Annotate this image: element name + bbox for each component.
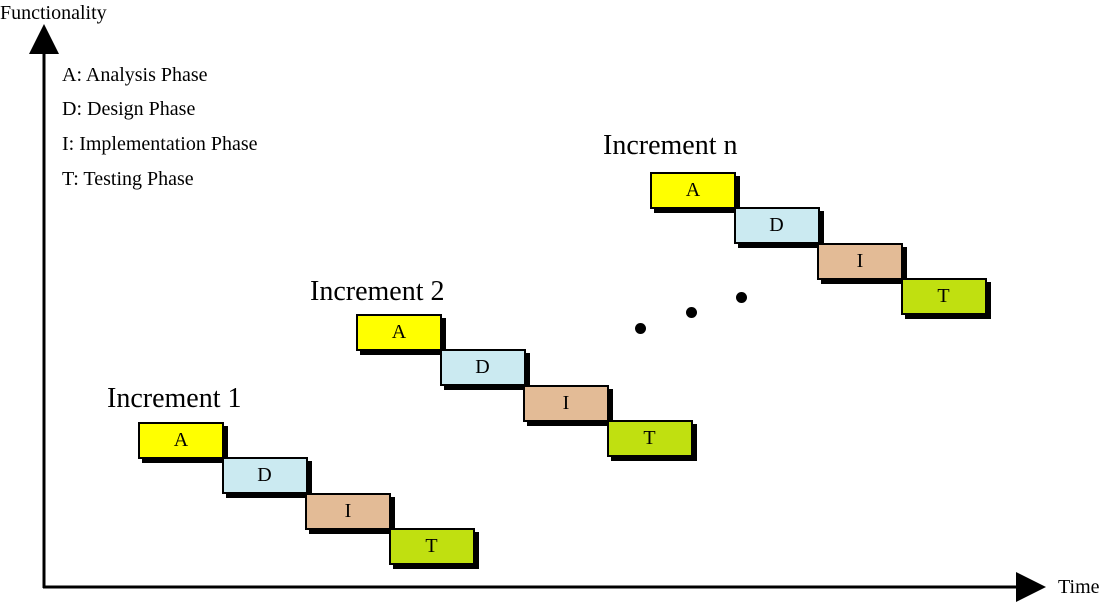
legend-analysis: A: Analysis Phase [62, 64, 208, 86]
increment-2-design-box: D [439, 349, 526, 387]
increment-2-implementation-box: I [523, 384, 609, 422]
y-axis-label: Functionality [0, 2, 107, 24]
increment-1-testing-box: T [388, 527, 475, 565]
ellipsis-dot [736, 292, 747, 303]
increment-2-analysis-box: A [356, 314, 442, 351]
increment-3-design-box: D [733, 207, 820, 245]
increment-3-analysis-box: A [650, 172, 736, 209]
increment-2-testing-box: T [606, 419, 693, 457]
increment-1-analysis-box: A [138, 422, 224, 459]
x-axis-label: Time [1058, 576, 1100, 598]
ellipsis-dot [686, 307, 697, 318]
legend-design: D: Design Phase [62, 98, 196, 120]
legend-implementation: I: Implementation Phase [62, 133, 258, 155]
increment-1-design-box: D [221, 457, 308, 495]
increment-3-implementation-box: I [817, 242, 903, 280]
ellipsis-dot [635, 323, 646, 334]
legend-testing: T: Testing Phase [62, 168, 194, 190]
increment-1-label: Increment 1 [107, 383, 242, 414]
increment-1-implementation-box: I [305, 492, 391, 530]
increment-2-label: Increment 2 [310, 276, 445, 307]
increment-n-label: Increment n [603, 130, 738, 161]
increment-3-testing-box: T [900, 277, 987, 315]
